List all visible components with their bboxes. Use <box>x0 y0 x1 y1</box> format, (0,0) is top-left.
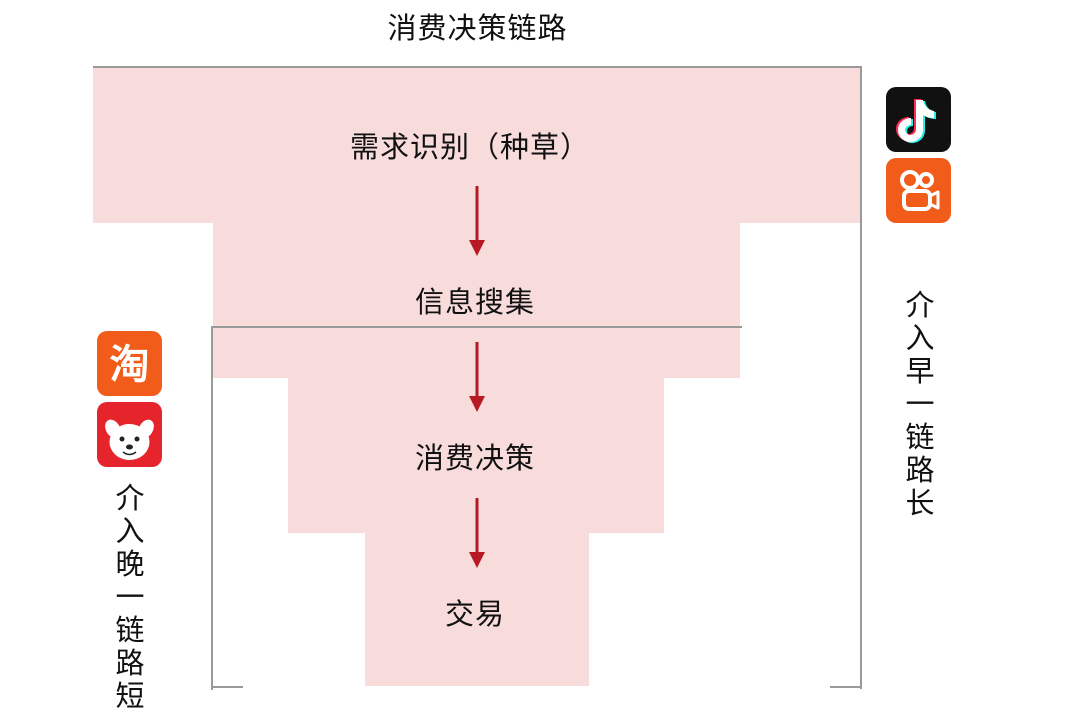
step-purchase-decision: 消费决策 <box>414 441 535 475</box>
early-long-note: 介 入 早 一 链 路 长 <box>905 288 935 520</box>
late-short-bracket <box>211 326 742 690</box>
late-short-bracket-foot <box>211 686 243 688</box>
arrow-down-icon <box>469 342 485 412</box>
tiktok-icon <box>886 87 951 152</box>
arrow-down-icon <box>469 186 485 256</box>
kuaishou-icon <box>886 158 951 223</box>
arrow-down-icon <box>469 498 485 568</box>
funnel-title: 消费决策链路 <box>387 11 568 45</box>
step-demand-recognition: 需求识别（种草） <box>349 130 590 164</box>
early-long-bracket <box>93 66 862 689</box>
jd-icon <box>97 402 162 467</box>
taobao-icon: 淘 <box>97 331 162 396</box>
step-info-search: 信息搜集 <box>414 285 535 319</box>
late-short-note: 介 入 晚 一 链 路 短 <box>115 481 145 713</box>
early-long-bracket-foot <box>830 686 862 688</box>
svg-text:淘: 淘 <box>110 342 150 388</box>
step-transaction: 交易 <box>444 597 505 631</box>
